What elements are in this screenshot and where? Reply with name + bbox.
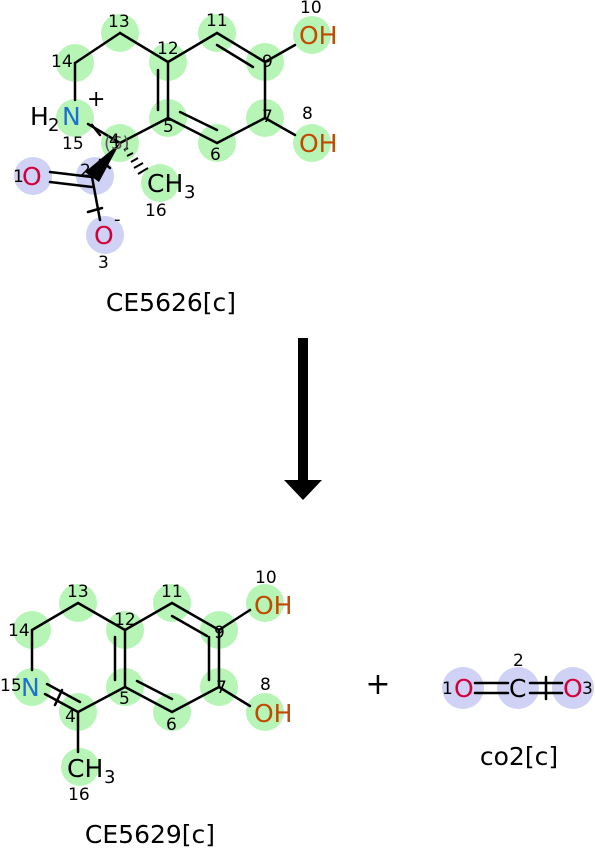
co2-name: co2[c]	[480, 742, 558, 771]
substrate-stereo-label: (S)	[104, 133, 129, 154]
substrate-index: 1	[13, 167, 24, 187]
substrate-oh9-label: OH	[299, 21, 337, 50]
substrate-index: 14	[51, 52, 73, 72]
co2-index: 1	[442, 679, 453, 699]
substrate-index: 3	[98, 253, 109, 273]
substrate-index: 9	[262, 52, 273, 72]
product-index: 11	[161, 582, 183, 602]
substrate-index: 11	[206, 11, 228, 31]
co2-o1-label: O	[454, 674, 474, 703]
product-index: 4	[65, 707, 76, 727]
plus-sign: +	[365, 667, 390, 702]
substrate-index: 16	[145, 201, 167, 221]
substrate-index: 15	[62, 134, 84, 154]
product-index: 14	[8, 621, 30, 641]
substrate-n-charge: +	[87, 87, 105, 112]
substrate-h-label: H	[30, 102, 49, 131]
product-name: CE5629[c]	[85, 820, 215, 848]
substrate-index: 2	[80, 161, 91, 181]
product-index: 13	[67, 582, 89, 602]
product-index: 8	[260, 675, 271, 695]
substrate-index: 12	[157, 39, 179, 59]
product-index: 10	[255, 568, 277, 588]
substrate-index: 8	[302, 104, 313, 124]
substrate-o3-label: O	[94, 221, 114, 250]
product-index: 5	[119, 689, 130, 709]
co2-index: 2	[513, 651, 524, 671]
product-highlights	[13, 584, 284, 786]
substrate-index: 13	[108, 12, 130, 32]
product-atom-indices: 4 5 6 7 8 9 10 11 12 13 14 15 16	[0, 568, 277, 805]
substrate-n-label: N	[62, 102, 81, 131]
substrate-ch-label: CH	[147, 169, 183, 198]
product-index: 7	[216, 678, 227, 698]
substrate-bonds	[48, 31, 297, 222]
product-ch-label: CH	[67, 754, 103, 783]
substrate-index: 6	[210, 145, 221, 165]
co2-c-label: C	[509, 674, 526, 703]
substrate-h-subscript: 2	[48, 115, 59, 136]
co2-atom-indices: 1 2 3	[442, 651, 593, 699]
product-index: 9	[214, 623, 225, 643]
substrate-molecule: H 2 N + O O - OH OH CH 3 (S) 1 2 3 4 5 6…	[13, 0, 337, 317]
co2-atom-labels: O C O	[454, 674, 583, 703]
substrate-index: 5	[163, 117, 174, 137]
co2-o3-label: O	[563, 674, 583, 703]
product-n-label: N	[21, 673, 40, 702]
substrate-atom-labels: H 2 N + O O - OH OH CH 3 (S)	[22, 21, 337, 250]
co2-molecule: O C O 1 2 3 co2[c]	[442, 651, 594, 771]
substrate-o1-label: O	[22, 162, 42, 191]
substrate-o3-charge: -	[114, 209, 121, 230]
product-index: 6	[166, 715, 177, 735]
co2-bonds	[473, 675, 564, 701]
product-index: 16	[68, 785, 90, 805]
product-bonds	[30, 601, 252, 754]
product-index: 12	[114, 610, 136, 630]
product-molecule: N OH OH CH 3 4 5 6 7 8 9 10 11 12 13 14 …	[0, 568, 292, 848]
product-oh9-label: OH	[254, 591, 292, 620]
substrate-index: 7	[262, 107, 273, 127]
product-atom-labels: N OH OH CH 3	[21, 591, 292, 788]
co2-index: 3	[582, 679, 593, 699]
substrate-name: CE5626[c]	[106, 288, 236, 317]
substrate-index: 10	[300, 0, 322, 18]
substrate-atom-indices: 1 2 3 4 5 6 7 8 9 10 11 12 13 14 15 16	[13, 0, 322, 273]
co2-highlights	[442, 667, 594, 709]
product-index: 15	[0, 676, 22, 696]
substrate-index: 4	[109, 131, 120, 151]
substrate-ch-subscript: 3	[184, 182, 195, 203]
product-oh7-label: OH	[254, 699, 292, 728]
substrate-oh7-label: OH	[299, 129, 337, 158]
product-ch-subscript: 3	[104, 767, 115, 788]
reaction-arrow	[284, 338, 322, 500]
